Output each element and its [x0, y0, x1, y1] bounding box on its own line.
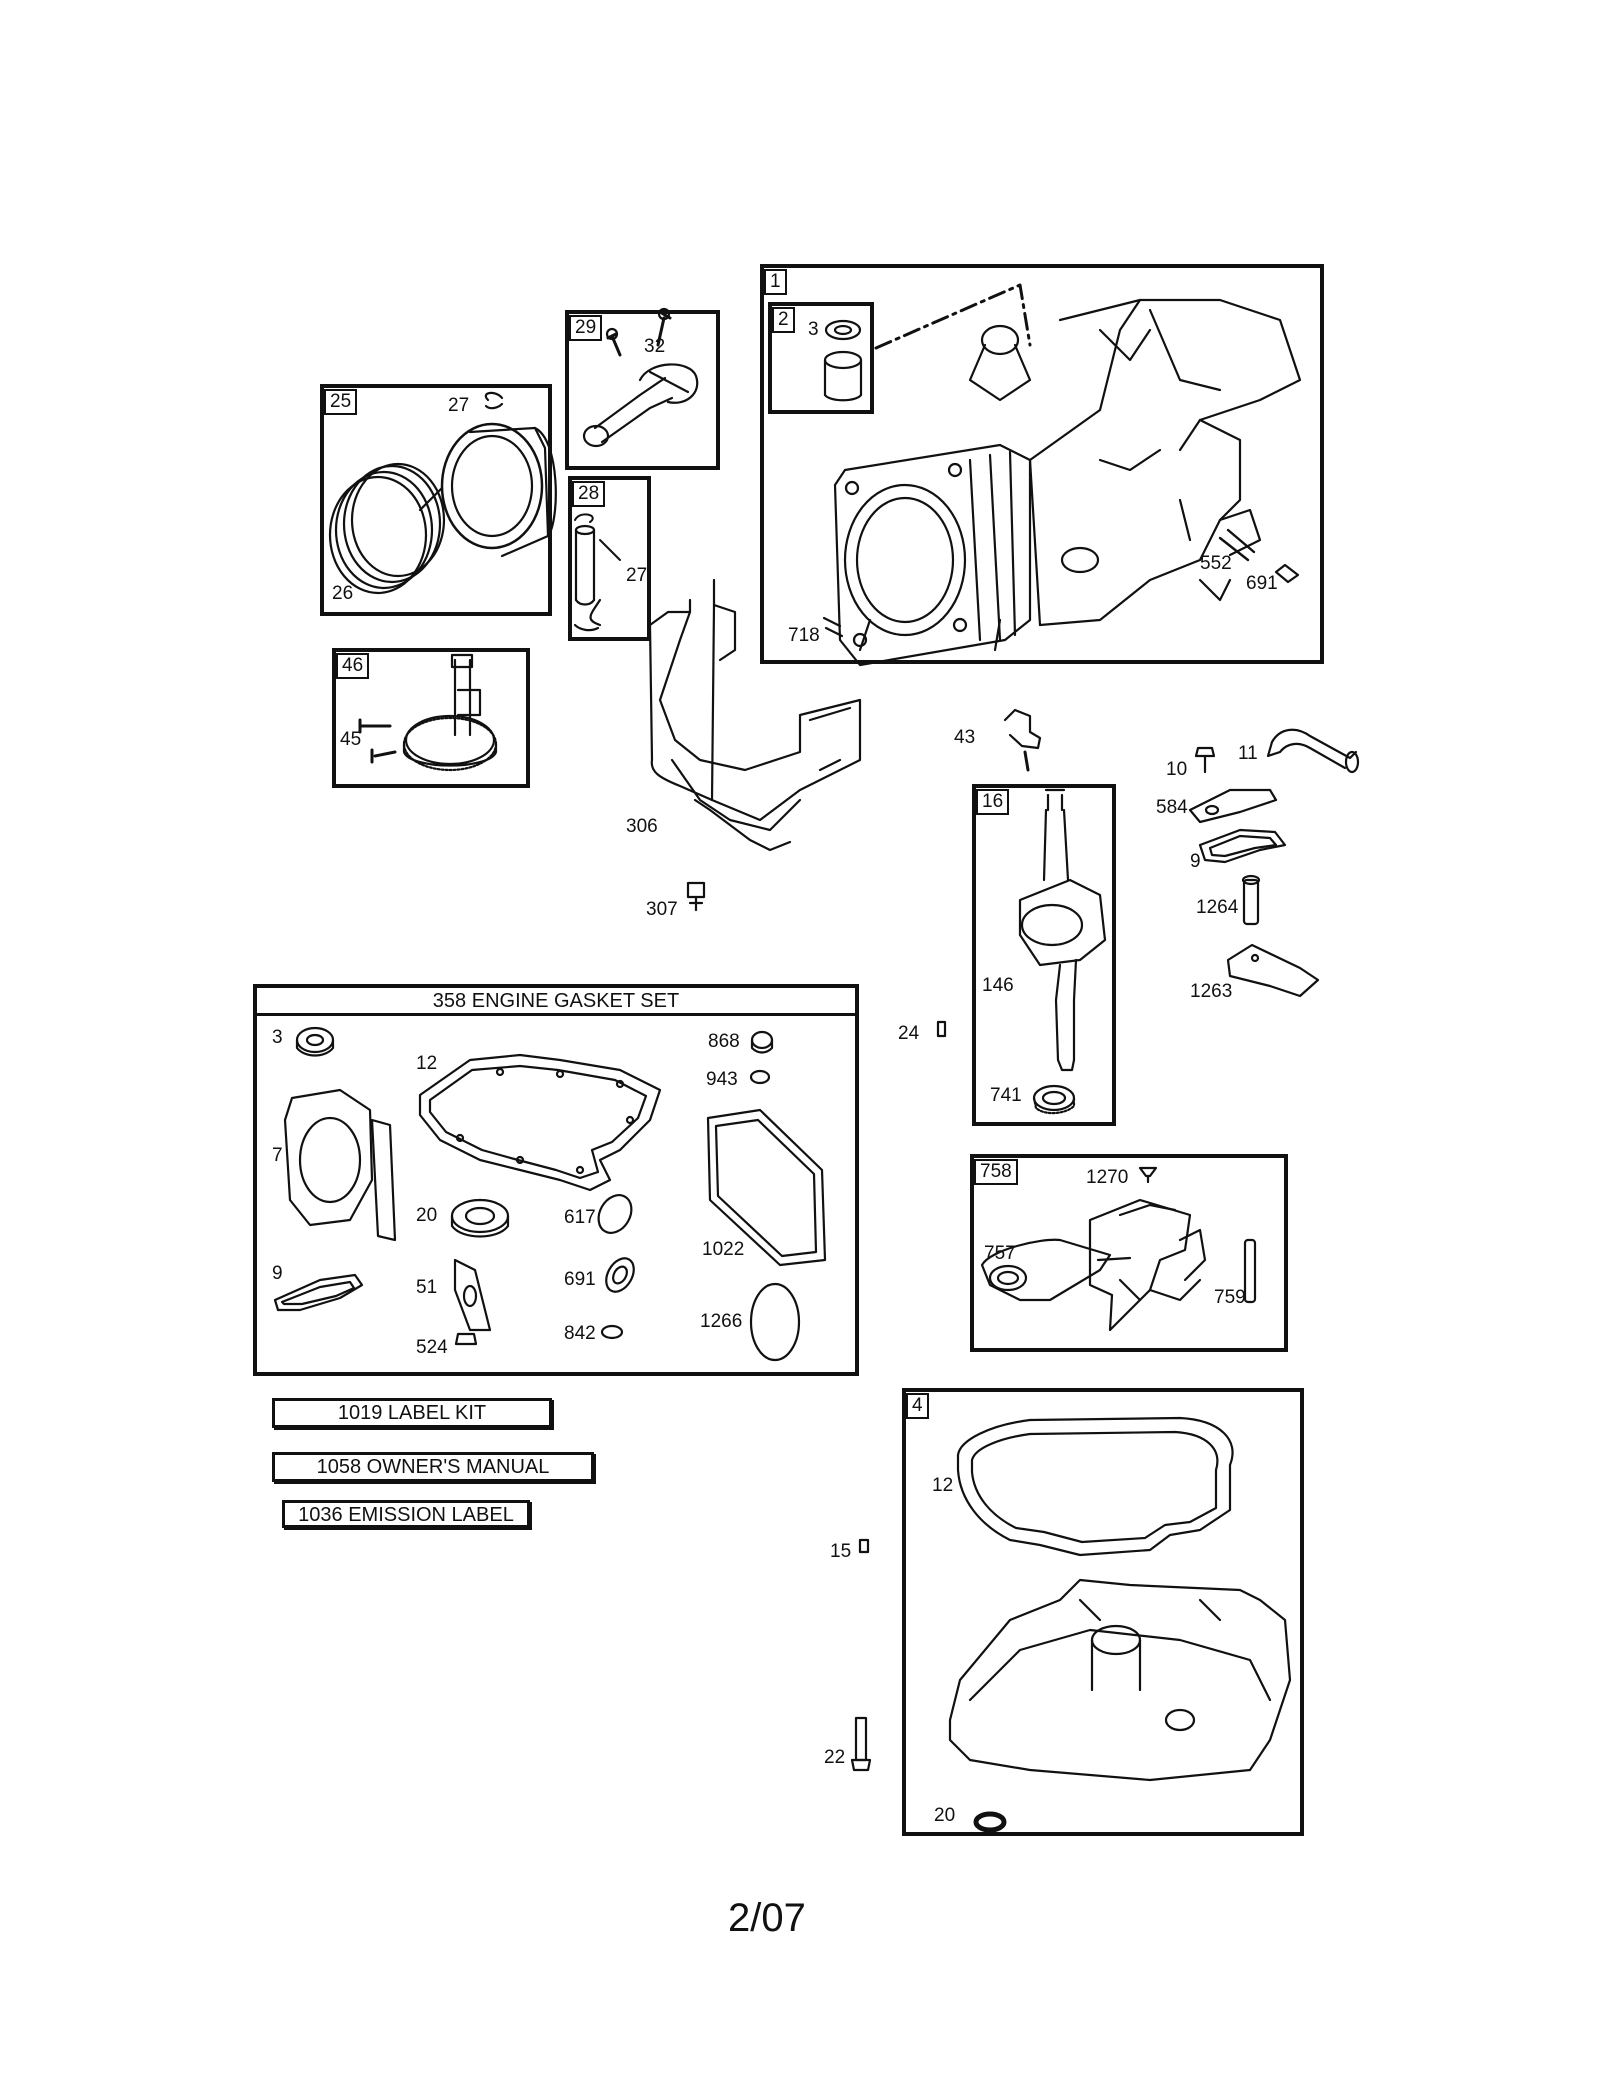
part-label: 9: [1190, 851, 1201, 872]
box-label-2: 2: [772, 307, 795, 333]
box-piston-pin: [568, 476, 651, 641]
crankshaft-drawing: [1018, 788, 1107, 1115]
part-label: 43: [954, 727, 976, 748]
part-label: 552: [1200, 553, 1232, 574]
part-label: 306: [626, 816, 658, 837]
box-connecting-rod: [565, 310, 720, 470]
camshaft-drawing: [358, 653, 498, 772]
part-label: 1264: [1196, 897, 1239, 918]
part-label: 20: [934, 1805, 956, 1826]
box-crankshaft: [972, 784, 1116, 1126]
leader-dashed: [874, 283, 1032, 350]
part-label: 22: [824, 1747, 846, 1768]
box-piston-assembly: [320, 384, 552, 616]
box-cylinder-block: [760, 264, 1324, 664]
page-number: 2/07: [728, 1896, 806, 1940]
part-label: 11: [1238, 743, 1258, 764]
box-label-16: 16: [976, 789, 1010, 815]
part-label: 307: [646, 899, 678, 920]
box-camshaft: [332, 648, 530, 788]
owners-manual-box: 1058 OWNER'S MANUAL: [272, 1452, 594, 1482]
box-label-1: 1: [764, 269, 787, 295]
box-gasket-set: [253, 984, 859, 1376]
part-label: 9: [272, 1263, 283, 1284]
part-label: 757: [984, 1243, 1016, 1264]
emission-label-box: 1036 EMISSION LABEL: [282, 1500, 530, 1528]
part-label: 1270: [1086, 1167, 1129, 1188]
part-label: 26: [332, 583, 354, 604]
part-label: 10: [1166, 759, 1188, 780]
part-label: 842: [564, 1323, 596, 1344]
part-label: 27: [448, 395, 470, 416]
part-label: 146: [982, 975, 1014, 996]
box-label-46: 46: [336, 653, 370, 679]
part-label: 868: [708, 1031, 740, 1052]
piston-pin-drawing: [573, 513, 621, 632]
part-label: 691: [564, 1269, 596, 1290]
part-label: 1263: [1190, 981, 1233, 1002]
label-kit-box: 1019 LABEL KIT: [272, 1398, 552, 1428]
part-label: 24: [898, 1023, 920, 1044]
bearing-drawing: [823, 319, 863, 402]
box-sump: [902, 1388, 1304, 1836]
part-label: 20: [416, 1205, 438, 1226]
part-label: 943: [706, 1069, 738, 1090]
part-label: 15: [830, 1541, 852, 1562]
part-label: 32: [644, 336, 666, 357]
gasket-set-title: 358 ENGINE GASKET SET: [257, 988, 855, 1016]
part-label: 524: [416, 1337, 448, 1358]
box-governor: [970, 1154, 1288, 1352]
gasket-set-drawing: [273, 1026, 827, 1362]
misc-parts-drawing: [850, 708, 1360, 1772]
part-label: 12: [416, 1053, 438, 1074]
part-label: 3: [808, 319, 819, 340]
part-label: 584: [1156, 797, 1188, 818]
part-label: 27: [626, 565, 648, 586]
box-label-29: 29: [569, 315, 603, 341]
part-label: 759: [1214, 1287, 1246, 1308]
part-label: 617: [564, 1207, 596, 1228]
sump-drawing: [948, 1416, 1292, 1833]
part-label: 741: [990, 1085, 1022, 1106]
part-label: 12: [932, 1475, 954, 1496]
box-label-28: 28: [572, 481, 606, 507]
cylinder-block-drawing: [822, 298, 1302, 667]
box-bearing: [768, 302, 874, 414]
part-label: 1266: [700, 1311, 743, 1332]
box-label-758: 758: [974, 1159, 1018, 1185]
box-label-4: 4: [906, 1393, 929, 1419]
governor-housing-drawing: [980, 1198, 1257, 1332]
part-label: 7: [272, 1145, 283, 1166]
part-label: 51: [416, 1277, 438, 1298]
part-label: 45: [340, 729, 362, 750]
part-label: 691: [1246, 573, 1278, 594]
part-label: 1022: [702, 1239, 745, 1260]
part-label: 718: [788, 625, 820, 646]
air-guide-drawing: [648, 578, 862, 912]
box-label-25: 25: [324, 389, 358, 415]
part-label: 3: [272, 1027, 283, 1048]
